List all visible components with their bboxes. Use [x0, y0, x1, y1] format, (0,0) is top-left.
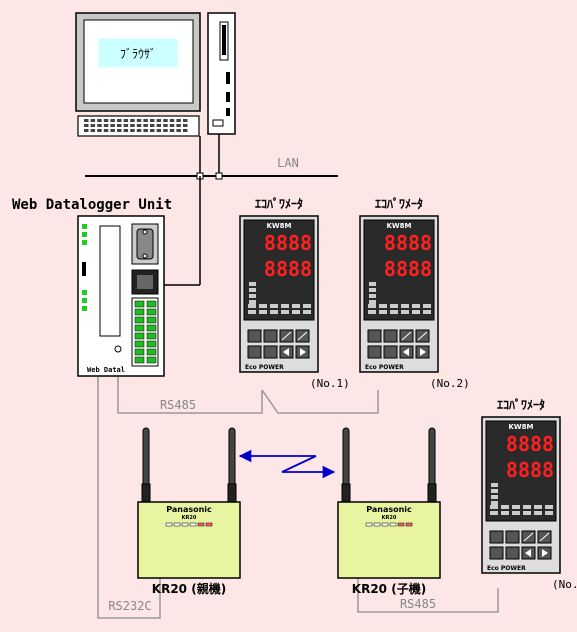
- meter-button: [383, 345, 398, 359]
- meter-button: [263, 329, 278, 343]
- meter-button: [489, 546, 504, 560]
- meter-model: KW8M: [509, 423, 534, 431]
- serial-port: [131, 223, 159, 265]
- wireless-model: KR20: [182, 515, 197, 521]
- antenna: [342, 427, 350, 487]
- wireless-brand: Panasonic: [366, 505, 412, 514]
- rs485-top-label: RS485: [160, 398, 196, 412]
- meter-button: [367, 345, 382, 359]
- meter-number: (No.3): [552, 578, 577, 591]
- lan-port: [131, 269, 159, 295]
- meter-brand: Eco POWER: [365, 364, 404, 371]
- antenna: [142, 427, 150, 487]
- web-datalogger-unit: Web Datalogger Unit Web Datal: [12, 197, 172, 377]
- meter-button: [505, 546, 520, 560]
- meter-brand: Eco POWER: [487, 565, 526, 572]
- meter-button: [263, 345, 278, 359]
- lan-network: LAN: [85, 134, 338, 286]
- wireless-caption: KR20 (親機): [152, 581, 226, 596]
- datalogger-title: Web Datalogger Unit: [12, 197, 172, 213]
- meter-display-top: 8888: [384, 231, 432, 255]
- browser-label: ﾌﾞﾗｳｻﾞ: [120, 47, 156, 61]
- keyboard: [77, 115, 200, 137]
- meter-display-top: 8888: [506, 432, 554, 456]
- wireless-link-arrow: [238, 449, 336, 479]
- terminal-block: [131, 297, 159, 367]
- wireless-brand: Panasonic: [166, 505, 212, 514]
- wireless-caption: KR20 (子機): [352, 581, 426, 596]
- pc: ﾌﾞﾗｳｻﾞ: [75, 12, 236, 137]
- meter-number: (No.1): [310, 377, 350, 390]
- meter-button: [383, 329, 398, 343]
- monitor: ﾌﾞﾗｳｻﾞ: [75, 12, 201, 112]
- meter-model: KW8M: [267, 222, 292, 230]
- rs485-bottom-label: RS485: [400, 597, 436, 611]
- datalogger-plate: Web Datal: [87, 366, 125, 374]
- antenna: [428, 427, 436, 487]
- meter-number: (No.2): [430, 377, 470, 390]
- tower: [207, 12, 236, 135]
- meter-title: ｴｺﾊﾟﾜﾒｰﾀ: [375, 196, 423, 211]
- meter-display-bottom: 8888: [384, 257, 432, 281]
- meter-button: [247, 329, 262, 343]
- meter-title: ｴｺﾊﾟﾜﾒｰﾀ: [497, 397, 545, 412]
- meter-button: [489, 530, 504, 544]
- meter-model: KW8M: [387, 222, 412, 230]
- meter-button: [505, 530, 520, 544]
- meter-title: ｴｺﾊﾟﾜﾒｰﾀ: [255, 196, 303, 211]
- meter-display-bottom: 8888: [264, 257, 312, 281]
- wireless-model: KR20: [382, 515, 397, 521]
- browser-window: [97, 37, 179, 69]
- cables: [97, 377, 499, 619]
- meter-display-bottom: 8888: [506, 458, 554, 482]
- meter-button: [367, 329, 382, 343]
- meter-brand: Eco POWER: [245, 364, 284, 371]
- meter-display-top: 8888: [264, 231, 312, 255]
- antenna: [228, 427, 236, 487]
- meter-button: [247, 345, 262, 359]
- rs232c-label: RS232C: [108, 599, 151, 613]
- lan-label: LAN: [277, 156, 299, 170]
